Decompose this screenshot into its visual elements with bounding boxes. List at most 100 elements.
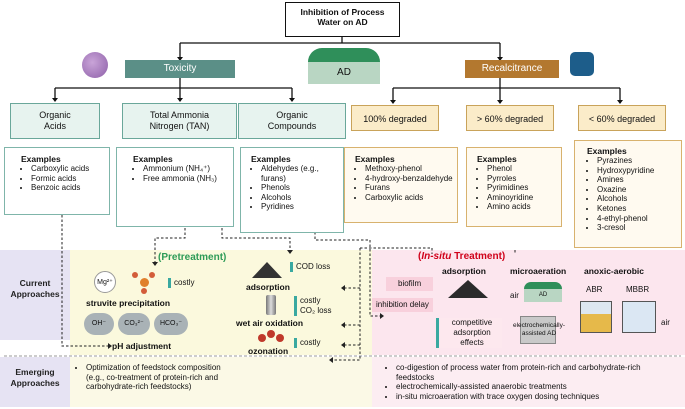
ion-row: OH⁻ CO₃²⁻ HCO₃⁻ bbox=[84, 313, 194, 335]
label-line: Approaches bbox=[10, 378, 60, 388]
emerging-left-zone bbox=[70, 357, 375, 407]
recalcitrance-header: Recalcitrance bbox=[465, 60, 559, 78]
costly-co2-note: costly CO₂ loss bbox=[294, 296, 332, 316]
list-item: Carboxylic acids bbox=[31, 164, 105, 174]
list-item: Phenols bbox=[261, 183, 339, 193]
adsorption-pretreatment-label: adsorption bbox=[246, 282, 290, 292]
list-item: Furans bbox=[365, 183, 453, 193]
category-title-line: Organic bbox=[276, 110, 308, 120]
insitu-adsorbent-icon bbox=[448, 280, 488, 298]
category-title-line: Organic bbox=[39, 110, 71, 120]
examples-label: Examples bbox=[21, 154, 61, 164]
current-label-bg bbox=[0, 250, 70, 340]
examples-60-degraded: Examples Phenol Pyrroles Pyrimidines Ami… bbox=[466, 147, 562, 227]
list-item: Alcohols bbox=[261, 193, 339, 203]
microaeration-ad-label: AD bbox=[524, 289, 562, 302]
category-title-line: Total Ammonia bbox=[149, 110, 210, 120]
note-line: adsorption bbox=[453, 328, 491, 337]
category-title-line: Nitrogen (TAN) bbox=[149, 121, 210, 131]
list-item: Carboxylic acids bbox=[365, 193, 453, 203]
inhibition-delay-label: inhibition delay bbox=[372, 298, 433, 312]
emerging-label-bg bbox=[0, 357, 70, 407]
list-item: Formic acids bbox=[31, 174, 105, 184]
note-line: CO₂ loss bbox=[300, 306, 332, 315]
costly-note-1: costly bbox=[168, 278, 194, 288]
list-item: Ketones bbox=[597, 204, 677, 214]
category-title-line: Acids bbox=[43, 121, 66, 131]
item-line: Optimization of feedstock composition bbox=[86, 363, 221, 372]
ph-adjustment-label: pH adjustment bbox=[112, 341, 172, 351]
electrochem-label: electrochemically- assisted AD bbox=[506, 322, 572, 338]
bicarbonate-ion: HCO₃⁻ bbox=[154, 313, 188, 335]
list-item: Oxazine bbox=[597, 185, 677, 195]
list-item: Amino acids bbox=[487, 202, 557, 212]
pretreatment-zone bbox=[70, 250, 375, 355]
category-organic-acids: Organic Acids bbox=[10, 103, 100, 139]
pretreatment-title: (Pretreatment) bbox=[158, 252, 227, 263]
ad-label: AD bbox=[308, 62, 380, 84]
mbbr-label: MBBR bbox=[626, 285, 650, 294]
insitu-title: (In-situ Treatment) bbox=[418, 251, 505, 262]
examples-label: Examples bbox=[587, 146, 627, 156]
list-item: Hydroxypyridine bbox=[597, 166, 677, 176]
title-rest: Treatment) bbox=[451, 251, 506, 262]
list-item: Amines bbox=[597, 175, 677, 185]
examples-label: Examples bbox=[477, 154, 517, 164]
list-item: Alcohols bbox=[597, 194, 677, 204]
competitive-adsorption-note: competitive adsorption effects bbox=[436, 318, 502, 348]
list-item: electrochemically-assisted anaerobic tre… bbox=[396, 382, 676, 392]
category-60-degraded: > 60% degraded bbox=[466, 105, 554, 131]
list-item: Benzoic acids bbox=[31, 183, 105, 193]
toxicity-header: Toxicity bbox=[125, 60, 235, 78]
list-item: Aminoyridine bbox=[487, 193, 557, 203]
examples-label: Examples bbox=[133, 154, 173, 164]
examples-organic-acids: Examples Carboxylic acids Formic acids B… bbox=[4, 147, 110, 215]
list-item: Phenol bbox=[487, 164, 557, 174]
list-item: co-digestion of process water from prote… bbox=[396, 363, 676, 382]
category-organic-compounds: Organic Compounds bbox=[238, 103, 346, 139]
category-tan: Total Ammonia Nitrogen (TAN) bbox=[122, 103, 237, 139]
category-lt60-degraded: < 60% degraded bbox=[578, 105, 666, 131]
label-line: Approaches bbox=[10, 289, 60, 299]
note-line: costly bbox=[300, 296, 321, 305]
label-line: Emerging bbox=[15, 367, 55, 377]
item-line: (e.g., co-treatment of protein-rich and bbox=[86, 372, 219, 382]
air-label: air bbox=[510, 291, 519, 300]
list-item: Methoxy-phenol bbox=[365, 164, 453, 174]
wet-air-oxidation-label: wet air oxidation bbox=[236, 318, 304, 328]
list-item: 3-cresol bbox=[597, 223, 677, 233]
mbbr-reactor-icon bbox=[622, 301, 656, 333]
examples-organic-compounds: Examples Aldehydes (e.g., furans) Phenol… bbox=[240, 147, 344, 233]
struvite-label: struvite precipitation bbox=[86, 298, 171, 308]
carbonate-ion: CO₃²⁻ bbox=[118, 313, 150, 335]
current-approaches-label: Current Approaches bbox=[0, 278, 70, 300]
digester-icon: AD bbox=[308, 48, 380, 84]
microaeration-digester-icon: AD bbox=[524, 282, 562, 302]
label-line: electrochemically- bbox=[512, 322, 566, 329]
title-italic: In-situ bbox=[421, 251, 452, 262]
emerging-right-zone bbox=[372, 357, 685, 407]
category-100-degraded: 100% degraded bbox=[351, 105, 439, 131]
title-line-1: Inhibition of Process bbox=[300, 7, 385, 17]
list-item: Pyridines bbox=[261, 202, 339, 212]
hydroxide-ion: OH⁻ bbox=[84, 313, 114, 335]
label-line: Current bbox=[19, 278, 51, 288]
examples-label: Examples bbox=[355, 154, 395, 164]
title-paren: ( bbox=[418, 251, 422, 262]
category-title-line: Compounds bbox=[267, 121, 317, 131]
list-item: Optimization of feedstock composition (e… bbox=[86, 363, 364, 392]
emerging-right-list: co-digestion of process water from prote… bbox=[386, 363, 676, 401]
title-line-2: Water on AD bbox=[317, 17, 368, 27]
emerging-approaches-label: Emerging Approaches bbox=[0, 367, 70, 389]
mbbr-air-label: air bbox=[661, 318, 670, 327]
microbe-icon bbox=[82, 52, 108, 78]
electrochem-reactor-icon bbox=[520, 316, 556, 344]
oxidation-reactor-icon bbox=[266, 295, 276, 315]
list-item: Pyrroles bbox=[487, 174, 557, 184]
list-item: Free ammonia (NH₃) bbox=[143, 174, 229, 184]
list-item: 4-ethyl-phenol bbox=[597, 214, 677, 224]
main-title: Inhibition of Process Water on AD bbox=[285, 2, 400, 37]
ozone-molecule-icon bbox=[258, 330, 284, 344]
list-item: Pyrimidines bbox=[487, 183, 557, 193]
